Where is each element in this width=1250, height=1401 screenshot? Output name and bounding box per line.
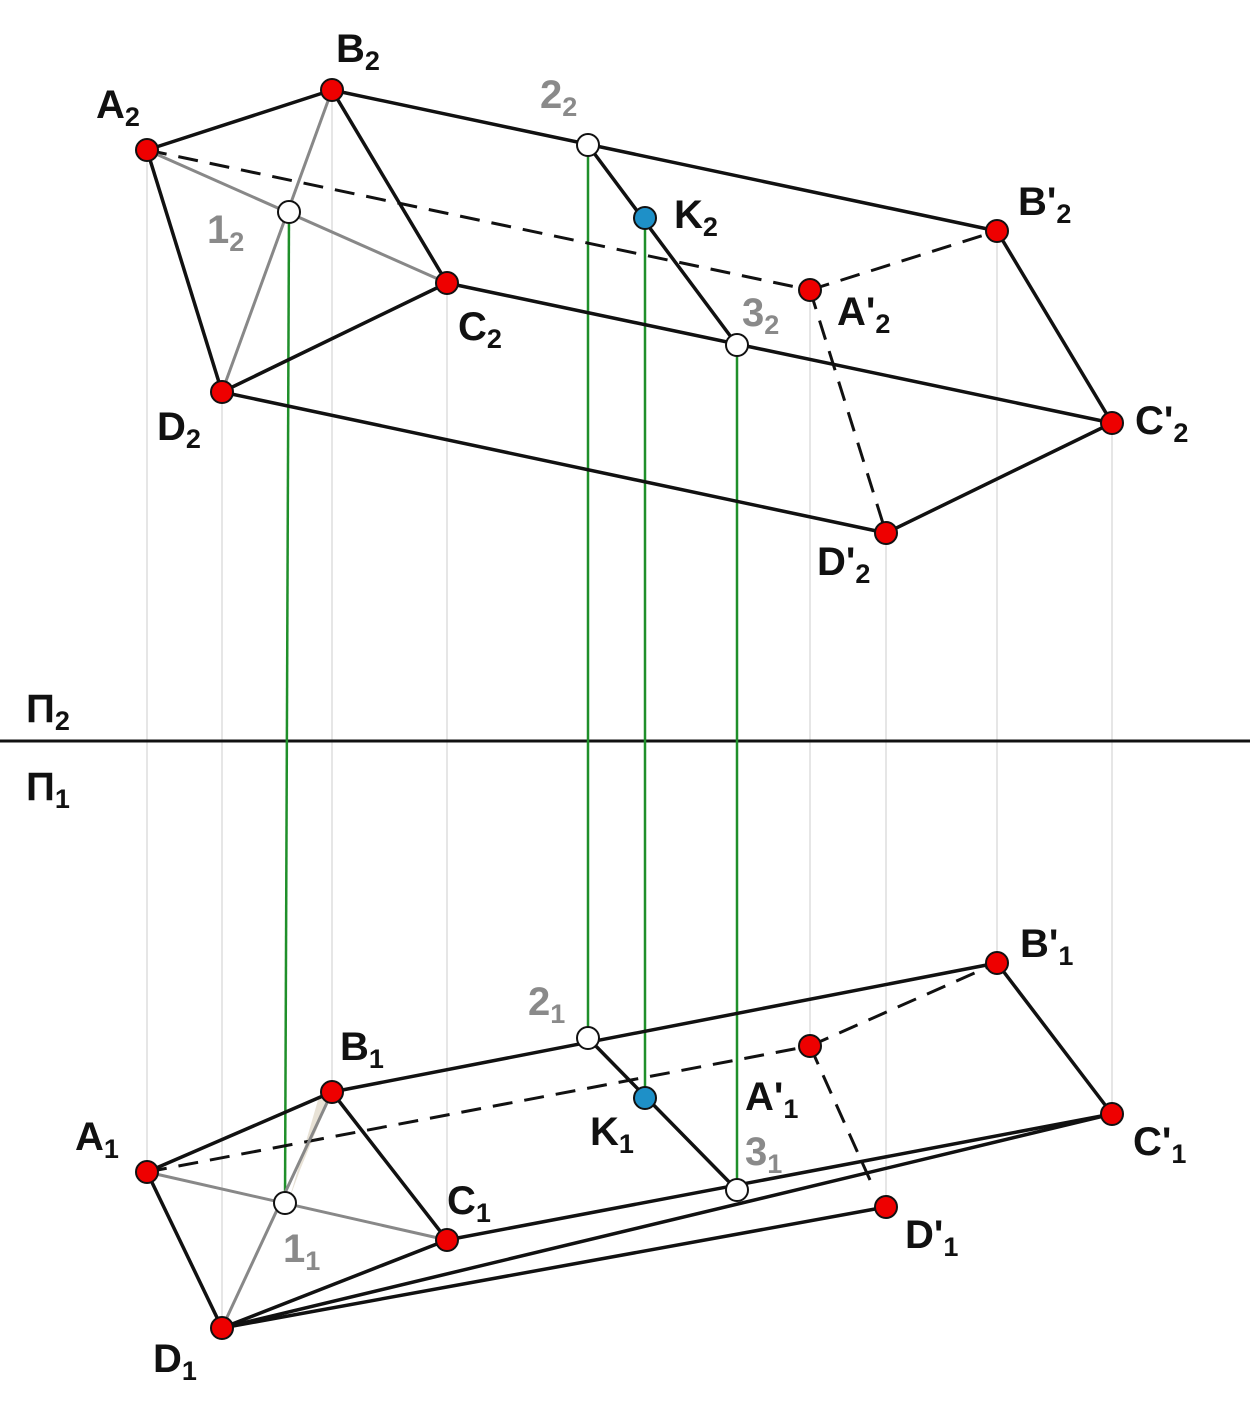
edge-d1-a1 <box>145 1171 224 1329</box>
label-k-frontal: K2 <box>674 193 718 242</box>
vertex-d1 <box>210 1316 234 1340</box>
point-k-frontal <box>633 206 657 230</box>
edge-c2-c2prime <box>446 281 1113 425</box>
edge-b1-c1 <box>330 1090 449 1242</box>
label-1-frontal: 12 <box>207 208 244 257</box>
edge-b1prime-c1prime <box>995 961 1114 1116</box>
label-c1-prime: C'1 <box>1133 1120 1186 1169</box>
construction-lines <box>146 90 1113 1328</box>
label-k-horizontal: K1 <box>590 1110 634 1159</box>
frontal-projection <box>145 88 1114 535</box>
vertex-a1-prime <box>798 1034 822 1058</box>
vertex-b2-prime <box>985 219 1009 243</box>
edge-b2-c2 <box>330 89 449 284</box>
edge-b2-b2prime <box>331 88 998 233</box>
vertex-c1 <box>435 1228 459 1252</box>
label-a2-prime: A'2 <box>837 290 890 339</box>
label-3-horizontal: 31 <box>745 1130 782 1179</box>
point-1-frontal <box>277 200 301 224</box>
edge-d2-d2prime <box>221 390 887 535</box>
axis-label-upper: Π2 <box>26 687 70 736</box>
labels: Π2 Π1 A2 B2 C2 D2 A'2 B'2 C'2 D'2 12 22 … <box>26 27 1188 1386</box>
visible-edges-horizontal <box>145 961 1114 1330</box>
edge-a1-b1 <box>146 1090 333 1174</box>
vertex-d2-prime <box>874 521 898 545</box>
vertex-a2-prime <box>798 278 822 302</box>
point-k-horizontal <box>633 1086 657 1110</box>
label-b1: B1 <box>340 1025 384 1074</box>
label-d2: D2 <box>157 405 201 454</box>
label-b2: B2 <box>336 27 380 76</box>
edge-a1-c1 <box>146 1170 448 1242</box>
edge-d1-d1prime <box>221 1205 887 1330</box>
point-2-horizontal <box>576 1026 600 1050</box>
label-c1: C1 <box>447 1179 491 1228</box>
hidden-edges-horizontal <box>146 961 998 1181</box>
hidden-edges-frontal <box>146 148 998 534</box>
axis-label-lower: Π1 <box>26 765 70 814</box>
visible-edges-frontal <box>145 88 1114 535</box>
edge-d2-a2 <box>145 149 224 393</box>
vertex-c1-prime <box>1100 1102 1124 1126</box>
vertex-c2 <box>435 271 459 295</box>
edge-b2prime-c2prime <box>995 230 1114 424</box>
edge-2-3-frontal <box>586 143 739 347</box>
label-3-frontal: 32 <box>742 291 779 340</box>
vertex-d2 <box>210 380 234 404</box>
point-1-horizontal <box>273 1191 297 1215</box>
edge-c1-c1prime <box>446 1112 1113 1242</box>
edge-a1-a1prime <box>146 1044 811 1174</box>
vertex-c2-prime <box>1100 411 1124 435</box>
edge-b1-b1prime <box>331 961 998 1094</box>
label-a1-prime: A'1 <box>745 1075 798 1124</box>
label-b1-prime: B'1 <box>1020 922 1073 971</box>
label-c2: C2 <box>458 305 502 354</box>
vertex-a1 <box>135 1160 159 1184</box>
edge-a2prime-d2prime <box>808 289 888 534</box>
label-b2-prime: B'2 <box>1018 180 1071 229</box>
edge-a2prime-b2prime <box>809 229 998 292</box>
edge-d1-c1prime <box>221 1112 1113 1330</box>
point-3-frontal <box>725 333 749 357</box>
label-d2-prime: D'2 <box>817 540 870 589</box>
label-a1: A1 <box>75 1115 119 1164</box>
edge-c2prime-d2prime <box>885 421 1113 535</box>
point-2-frontal <box>576 133 600 157</box>
edge-c1-d1 <box>221 1238 448 1330</box>
edge-a2-b2 <box>146 88 333 152</box>
label-a2: A2 <box>96 83 140 132</box>
edge-a1prime-b1prime <box>809 961 998 1048</box>
label-1-horizontal: 11 <box>283 1227 320 1276</box>
edge-a1prime-d1prime <box>808 1045 872 1181</box>
vertex-b1 <box>320 1080 344 1104</box>
points <box>135 78 1124 1340</box>
link-lines <box>283 145 739 1204</box>
link-line-1 <box>283 211 291 1204</box>
vertex-d1-prime <box>874 1195 898 1219</box>
edge-2-3-horizontal <box>586 1036 739 1192</box>
vertex-b2 <box>320 78 344 102</box>
label-d1-prime: D'1 <box>905 1213 958 1262</box>
label-2-horizontal: 21 <box>528 980 565 1029</box>
edge-c2-d2 <box>221 281 448 394</box>
label-2-frontal: 22 <box>540 73 577 122</box>
label-c2-prime: C'2 <box>1135 399 1188 448</box>
label-d1: D1 <box>153 1337 197 1386</box>
point-3-horizontal <box>725 1178 749 1202</box>
edge-b2-d2 <box>220 89 334 393</box>
vertex-a2 <box>135 138 159 162</box>
vertex-b1-prime <box>985 951 1009 975</box>
edge-a2-a2prime <box>146 148 811 292</box>
inner-edges-horizontal <box>146 1091 448 1329</box>
